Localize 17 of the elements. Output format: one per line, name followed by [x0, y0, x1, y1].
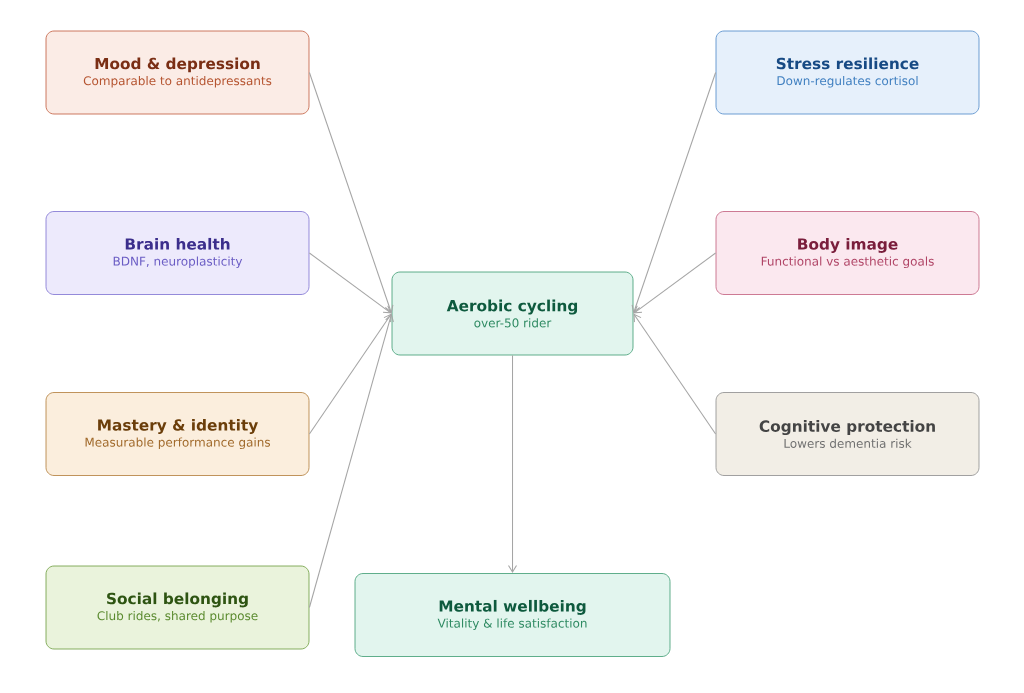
node-box: Stress resilience Down-regulates cortisol [715, 30, 980, 115]
node-box: Brain health BDNF, neuroplasticity [45, 211, 310, 295]
arrow [633, 313, 717, 435]
node-box: Social belonging Club rides, shared purpose [45, 565, 310, 650]
node-box: Mental wellbeing Vitality & life satisfaction [354, 573, 671, 657]
arrow [308, 252, 392, 314]
arrow [308, 313, 392, 435]
node-box: Mastery & identity Measurable performance gains [45, 392, 310, 476]
node-box: Mood & depression Comparable to antidepressants [45, 30, 310, 115]
node-box: Aerobic cycling over-50 rider [391, 271, 634, 356]
arrow [308, 71, 394, 314]
arrow [633, 252, 717, 314]
node-box: Cognitive protection Lowers dementia risk [715, 392, 980, 476]
node-box: Body image Functional vs aesthetic goals [715, 211, 980, 295]
arrow [631, 71, 717, 314]
arrow [308, 313, 394, 609]
arrow [507, 354, 518, 574]
